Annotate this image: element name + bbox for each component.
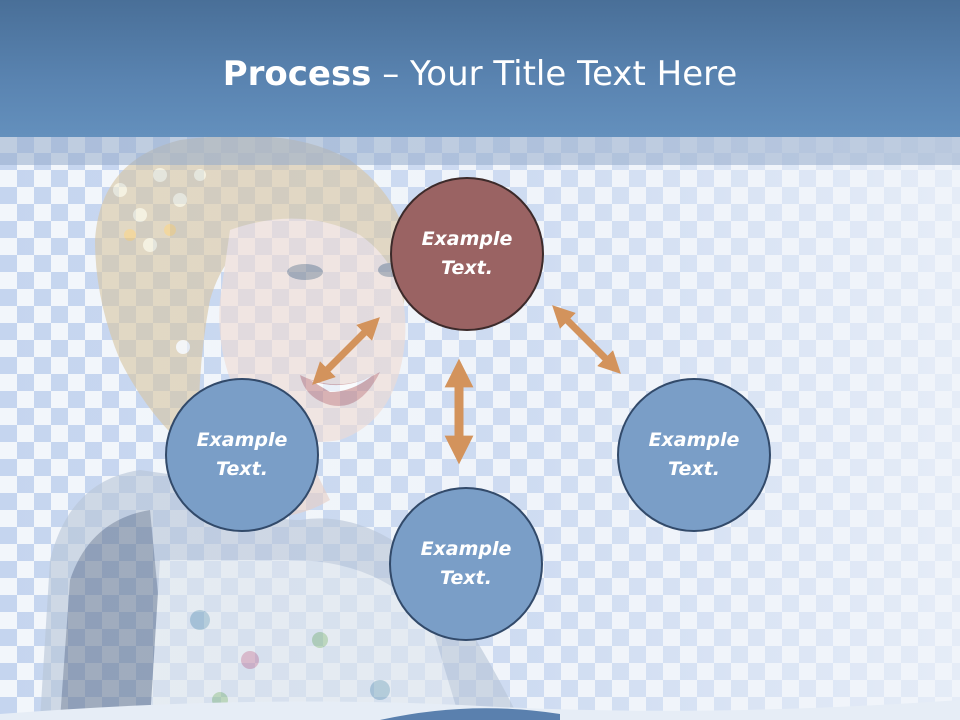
process-node-top[interactable]: Example Text. [390,177,544,331]
arrow-top-right [552,305,621,374]
process-node-bottom[interactable]: Example Text. [389,487,543,641]
node-bottom-text: Example Text. [420,538,512,589]
process-node-right[interactable]: Example Text. [617,378,771,532]
title-rest: – Your Title Text Here [371,54,738,94]
slide-title: Process – Your Title Text Here [0,52,960,96]
title-bold: Process [222,54,372,94]
node-top-text: Example Text. [421,228,513,279]
process-node-left[interactable]: Example Text. [165,378,319,532]
node-left-text: Example Text. [196,429,288,480]
header-band [0,0,960,137]
node-right-text: Example Text. [648,429,740,480]
bottom-wave [0,700,960,720]
arrow-top-left [312,317,380,385]
header-strip [0,137,960,165]
